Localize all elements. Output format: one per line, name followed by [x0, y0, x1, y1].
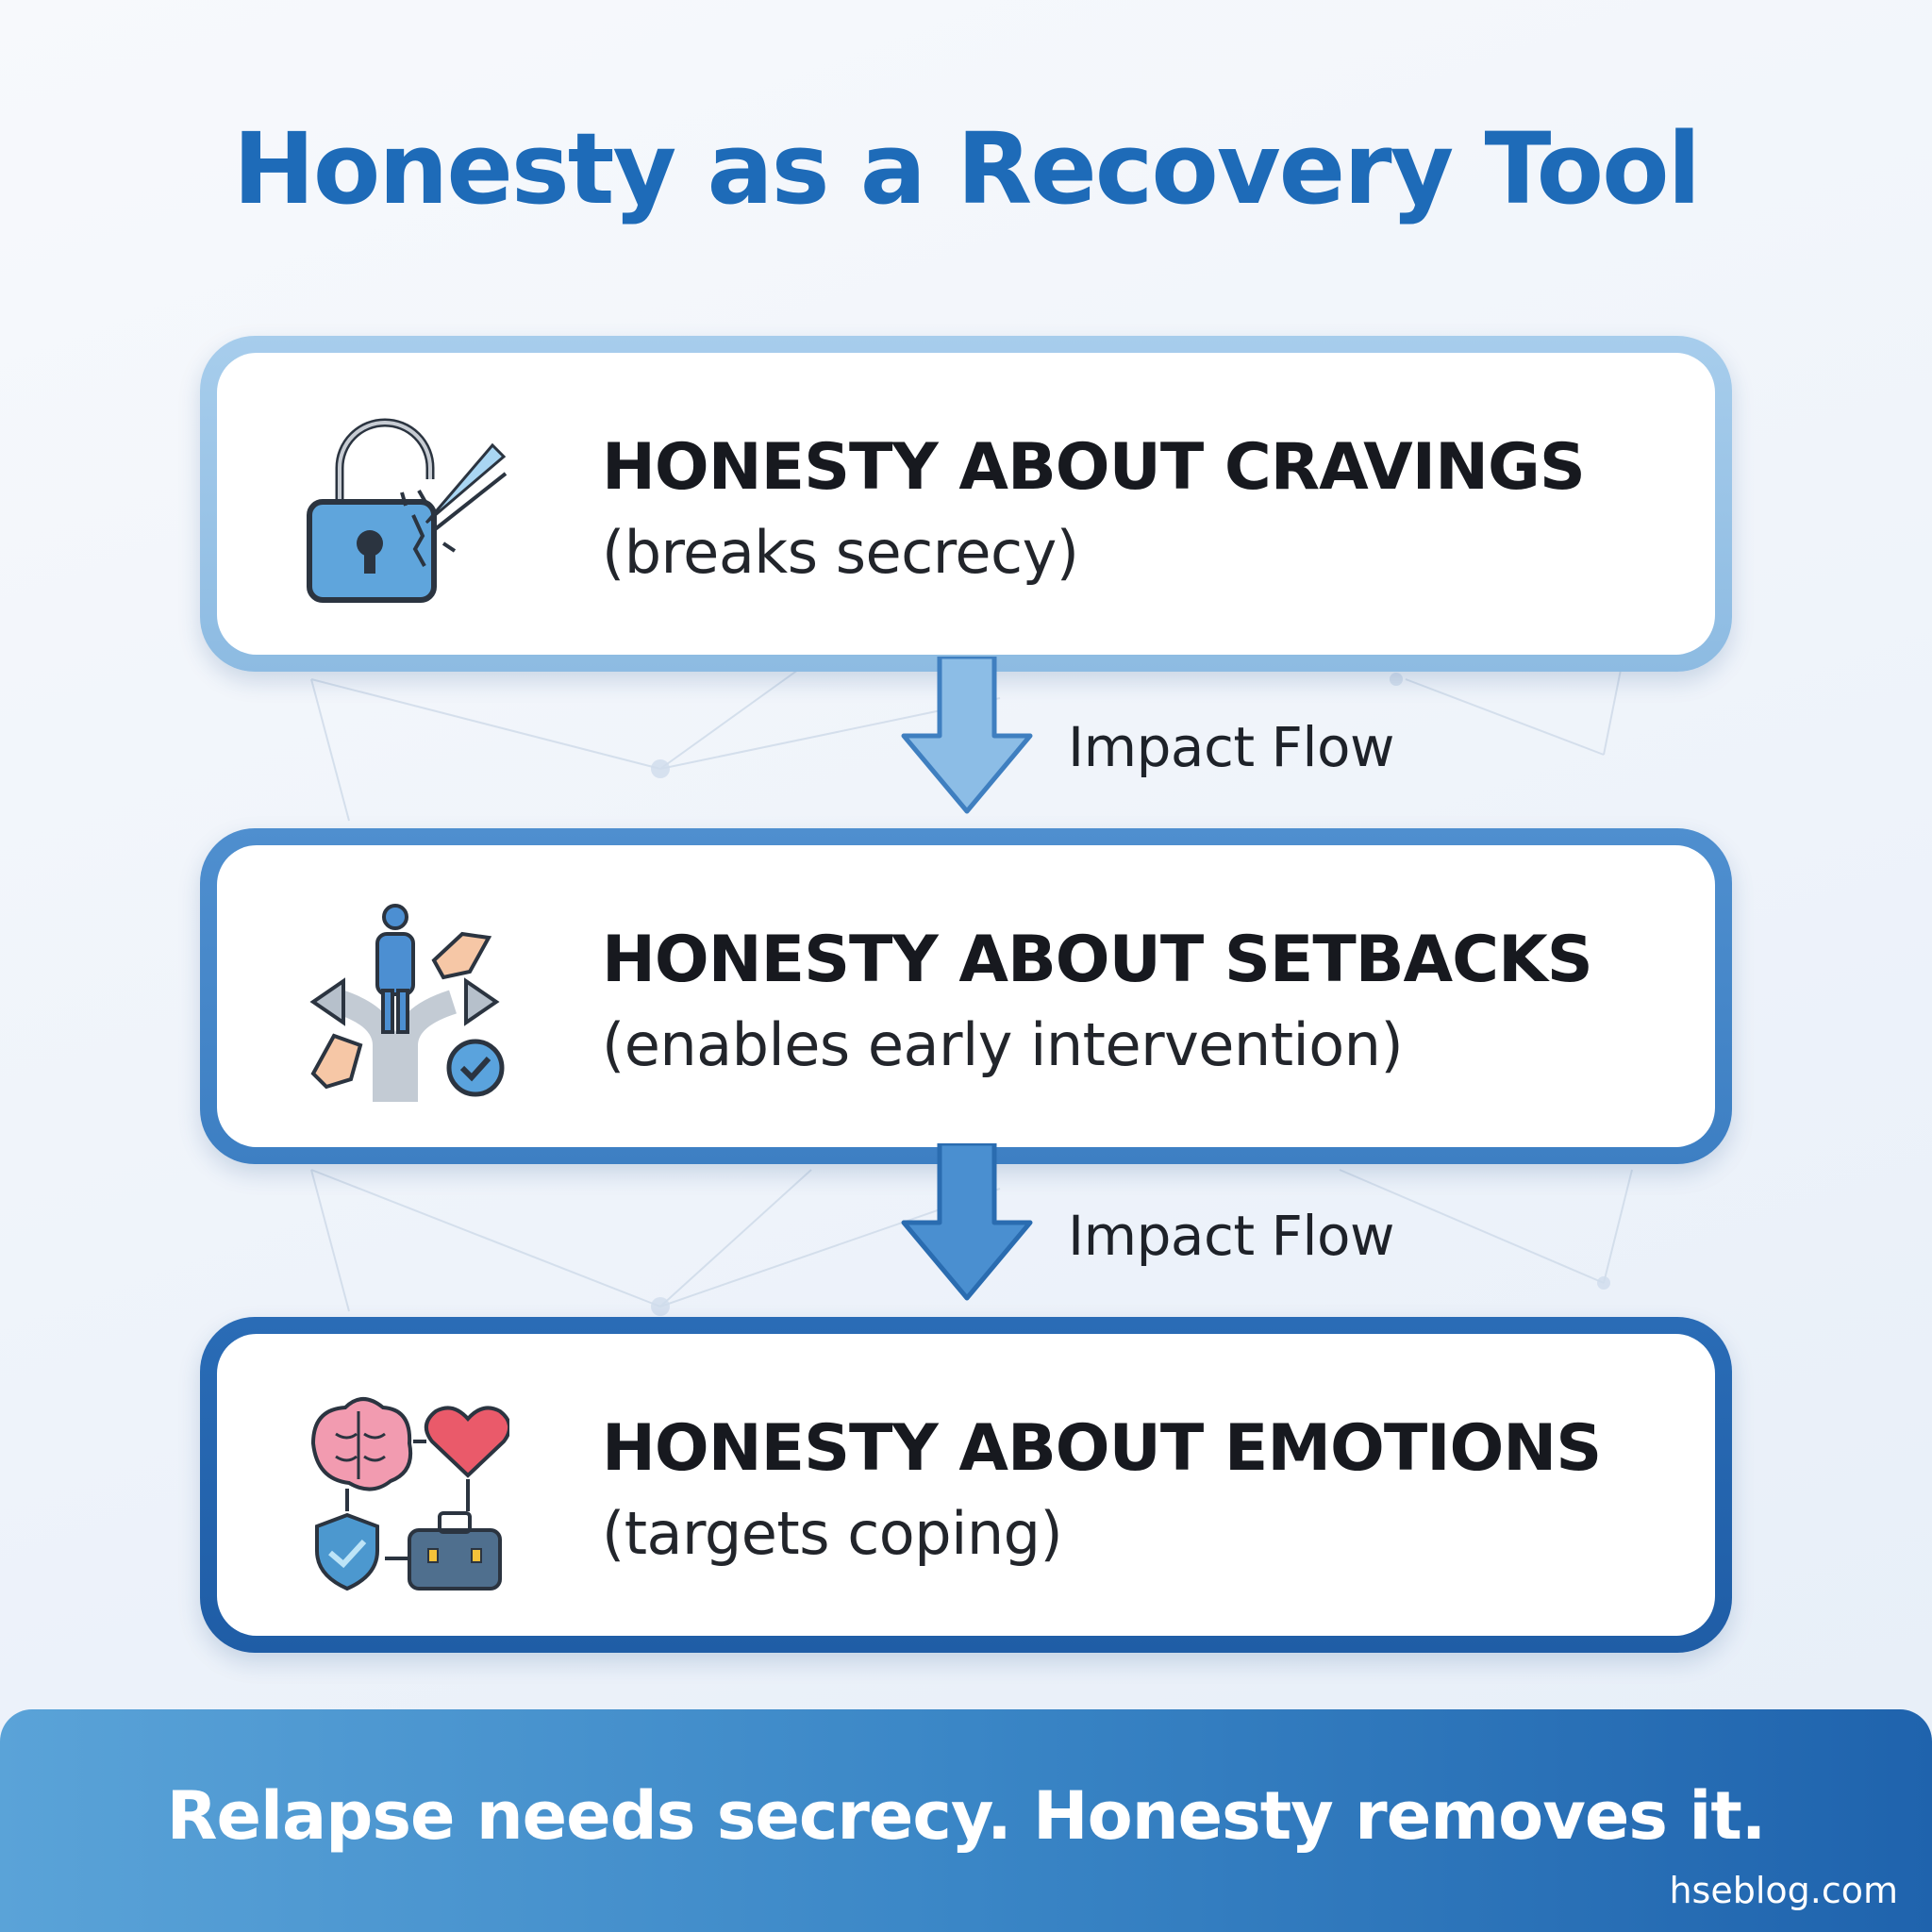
down-arrow-icon: [901, 1143, 1033, 1301]
card-heading: HONESTY ABOUT EMOTIONS: [602, 1411, 1602, 1486]
brain-heart-coping-icon: [310, 1397, 509, 1591]
card-subtitle: (breaks secrecy): [602, 518, 1079, 587]
impact-flow-label: Impact Flow: [1068, 715, 1394, 779]
card-cravings: HONESTY ABOUT CRAVINGS (breaks secrecy): [200, 336, 1732, 672]
page-title: Honesty as a Recovery Tool: [232, 111, 1701, 226]
card-subtitle: (enables early intervention): [602, 1010, 1404, 1079]
bottom-banner: Relapse needs secrecy. Honesty removes i…: [0, 1709, 1932, 1932]
card-emotions: HONESTY ABOUT EMOTIONS (targets coping): [200, 1317, 1732, 1653]
card-heading: HONESTY ABOUT SETBACKS: [602, 923, 1593, 997]
impact-flow-label: Impact Flow: [1068, 1204, 1394, 1268]
down-arrow-icon: [901, 657, 1033, 814]
broken-padlock-icon: [307, 418, 508, 603]
crossroads-support-icon: [309, 904, 505, 1102]
card-heading: HONESTY ABOUT CRAVINGS: [602, 430, 1586, 505]
site-watermark: hseblog.com: [1669, 1870, 1898, 1911]
card-setbacks: HONESTY ABOUT SETBACKS (enables early in…: [200, 828, 1732, 1164]
banner-message: Relapse needs secrecy. Honesty removes i…: [166, 1777, 1767, 1855]
card-subtitle: (targets coping): [602, 1499, 1063, 1568]
